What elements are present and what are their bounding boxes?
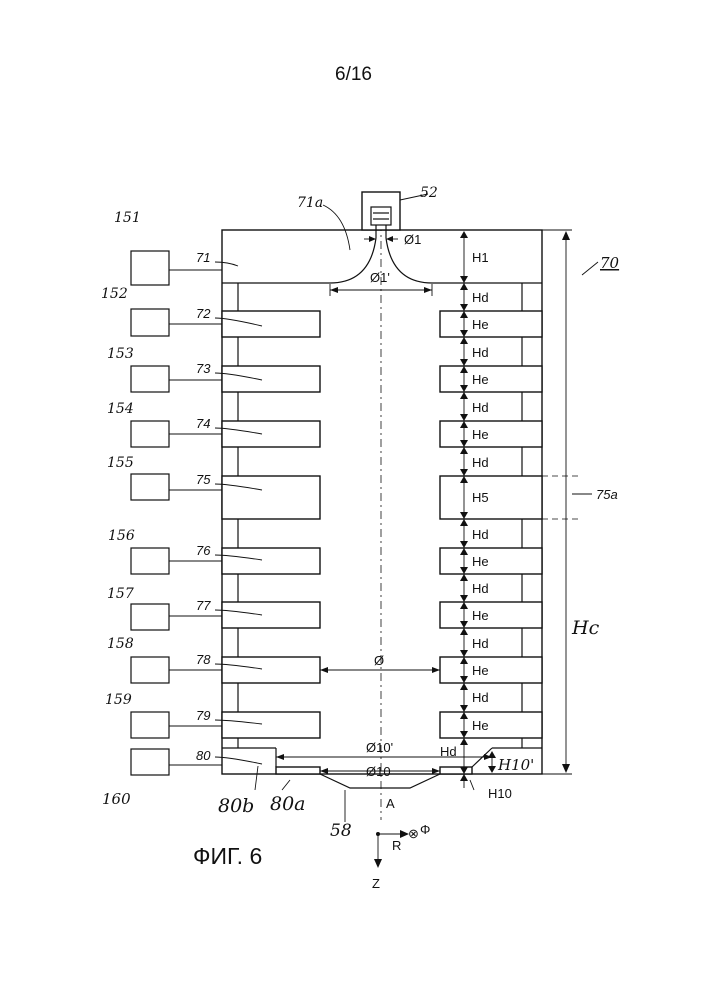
ref-75a: 75a [596,487,618,502]
ref-158: 158 [107,636,134,652]
dim-d1: Ø1 [404,232,421,247]
dim-hd-8: Hd [472,690,489,705]
dim-he-2: He [472,372,489,387]
axis-a: A [386,796,395,811]
ref-72: 72 [196,306,211,321]
dim-hd-6: Hd [472,581,489,596]
dim-he-5: He [472,554,489,569]
ref-71: 71 [196,250,210,265]
dim-d: Ø [374,653,384,668]
ref-155: 155 [107,455,134,471]
hc-dimension [542,230,572,774]
dim-hd-4: Hd [472,455,489,470]
ref-52: 52 [420,185,438,201]
ref-152: 152 [101,286,128,302]
ref-71a: 71a [297,195,323,211]
dim-d10: Ø10 [366,764,391,779]
ref-76: 76 [196,543,211,558]
ref-154: 154 [107,401,134,417]
ref-58: 58 [330,821,352,841]
axis-r: R [392,838,401,853]
ref-80: 80 [196,748,211,763]
ref-73: 73 [196,361,211,376]
ref-78: 78 [196,652,211,667]
dim-hc: Hc [571,617,600,639]
ref-80a: 80a [270,793,306,815]
axis-phi: Φ [420,822,430,837]
ref-157: 157 [107,586,134,602]
dim-he-6: He [472,608,489,623]
dim-he-1: He [472,317,489,332]
side-boxes [131,251,222,775]
ref-151: 151 [114,210,141,226]
ref-156: 156 [108,528,135,544]
ref-79: 79 [196,708,210,723]
dim-h1: H1 [472,250,489,265]
dim-hd-2: Hd [472,345,489,360]
dim-hd-1: Hd [472,290,489,305]
ref-160: 160 [102,790,131,808]
dim-he-8: He [472,718,489,733]
dim-hd-5: Hd [472,527,489,542]
sensor-box [362,192,400,230]
dim-d10p: Ø10' [366,740,393,755]
dim-hd-3: Hd [472,400,489,415]
ref-80b: 80b [218,795,254,817]
figure-caption: ФИГ. 6 [193,843,262,870]
dim-h10p: H10' [497,756,534,774]
dim-hd-7: Hd [472,636,489,651]
ref-75: 75 [196,472,211,487]
dim-h10: H10 [488,786,512,801]
dim-hd-9: Hd [440,744,457,759]
ref-153: 153 [107,346,134,362]
dim-h5: H5 [472,490,489,505]
axis-z: Z [372,876,380,891]
ref-159: 159 [105,692,132,708]
ref-74: 74 [196,416,210,431]
dim-he-3: He [472,427,489,442]
axis-cross: ⊗ [408,826,419,841]
dim-d1p: Ø1' [370,270,390,285]
dim-he-7: He [472,663,489,678]
ref-77: 77 [196,598,211,613]
ref-70: 70 [600,254,620,272]
